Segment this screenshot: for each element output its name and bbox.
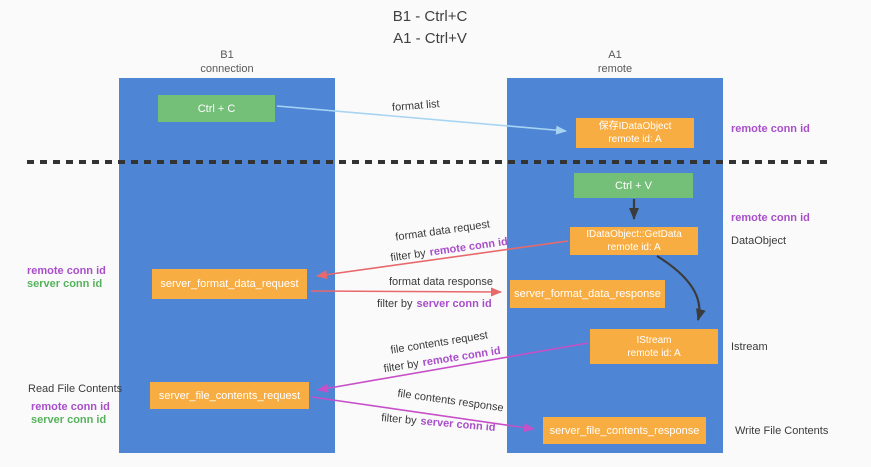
label-server-conn-id-left-format: server conn id	[27, 278, 103, 290]
node-save-idataobject: 保存IDataObject remote id: A	[576, 118, 694, 148]
label-format-list: format list	[391, 98, 441, 114]
node-server-format-data-request: server_format_data_request	[152, 269, 307, 299]
node-istream-line1: IStream	[636, 334, 672, 346]
node-ctrl-c: Ctrl + C	[158, 95, 275, 122]
node-server-format-data-response-label: server_format_data_response	[514, 288, 661, 300]
label-dataobject: DataObject	[731, 235, 787, 247]
filter-by-text: filter by	[380, 412, 418, 428]
node-ctrl-c-label: Ctrl + C	[197, 102, 236, 115]
label-remote-conn-id-left-file: remote conn id	[31, 401, 110, 413]
dashed-separator	[27, 160, 830, 164]
left-column-header: B1 connection	[119, 48, 335, 77]
node-server-file-contents-response-label: server_file_contents_response	[549, 424, 700, 437]
label-remote-conn-id-right-mid: remote conn id	[731, 212, 810, 224]
left-column-role: connection	[200, 63, 254, 76]
right-column-name: A1	[608, 49, 622, 61]
node-save-idataobject-line2: remote id: A	[608, 134, 662, 145]
remote-conn-id-text: remote conn id	[428, 235, 509, 259]
title-line-1: B1 - Ctrl+C	[392, 8, 468, 25]
node-istream: IStream remote id: A	[590, 329, 718, 364]
node-save-idataobject-line1: 保存IDataObject	[598, 121, 672, 132]
node-server-file-contents-request: server_file_contents_request	[150, 382, 309, 409]
left-column-name: B1	[220, 49, 234, 61]
node-ctrl-v: Ctrl + V	[574, 173, 693, 198]
filter-by-text: filter by	[389, 247, 427, 265]
label-remote-conn-id-left-format: remote conn id	[27, 265, 106, 277]
node-server-format-data-response: server_format_data_response	[510, 280, 665, 308]
node-idataobject-getdata-line1: IDataObject::GetData	[586, 229, 682, 240]
right-column-header: A1 remote	[507, 48, 723, 77]
node-idataobject-getdata: IDataObject::GetData remote id: A	[570, 227, 698, 255]
label-format-data-response: format data response	[389, 276, 493, 288]
label-remote-conn-id-right-top: remote conn id	[731, 123, 810, 135]
node-idataobject-getdata-line2: remote id: A	[607, 242, 661, 253]
format-data-response-arrow	[310, 287, 502, 297]
label-write-file-contents: Write File Contents	[735, 425, 829, 437]
label-server-conn-id-left-file: server conn id	[31, 414, 107, 426]
node-server-file-contents-response: server_file_contents_response	[543, 417, 706, 444]
server-conn-id-text: server conn id	[416, 298, 492, 310]
node-server-format-data-request-label: server_format_data_request	[160, 278, 299, 290]
title-line-2: A1 - Ctrl+V	[393, 29, 467, 47]
right-column-role: remote	[597, 63, 633, 76]
node-istream-line2: remote id: A	[627, 347, 681, 359]
filter-by-text: filter by	[382, 357, 420, 376]
diagram-title: B1 - Ctrl+C A1 - Ctrl+V	[0, 6, 860, 50]
filter-by-text: filter by	[377, 298, 413, 310]
server-conn-id-text: server conn id	[420, 415, 496, 434]
label-istream: Istream	[731, 341, 768, 353]
node-server-file-contents-request-label: server_file_contents_request	[158, 389, 301, 402]
node-ctrl-v-label: Ctrl + V	[615, 179, 652, 192]
label-read-file-contents: Read File Contents	[28, 383, 123, 395]
label-file-contents-response: file contents response	[396, 387, 505, 415]
